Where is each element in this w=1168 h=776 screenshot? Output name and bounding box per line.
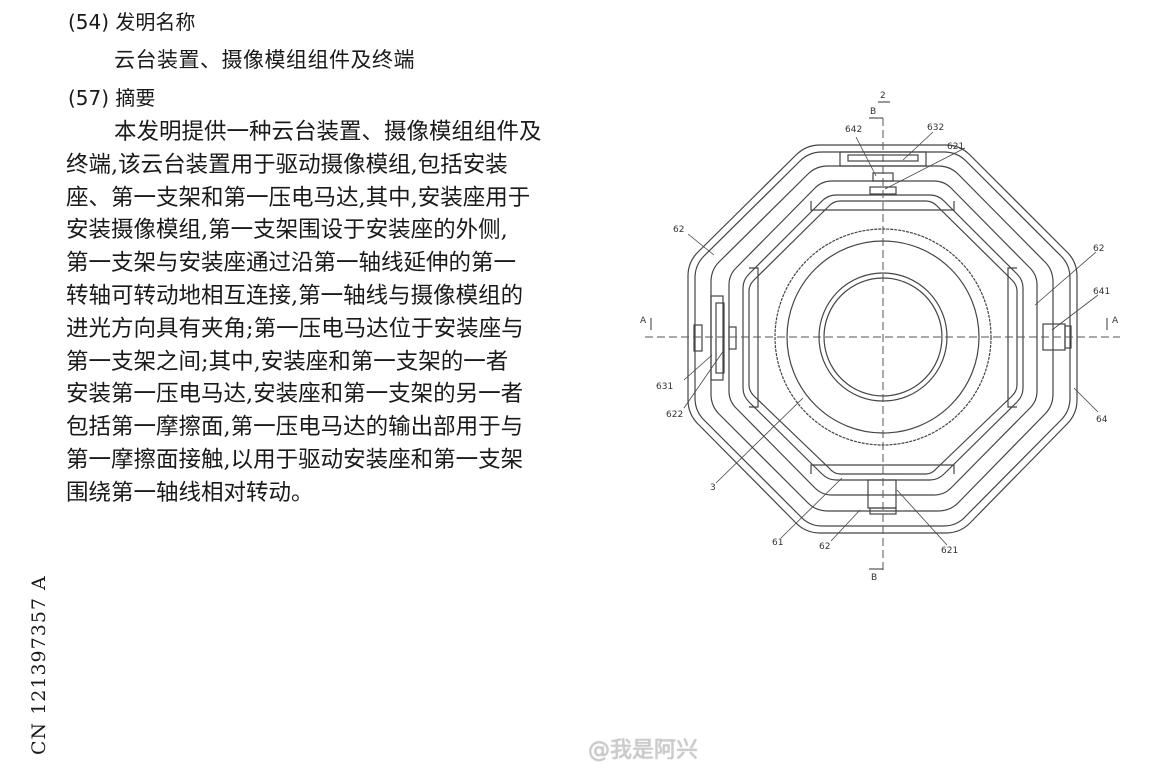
part-label: 622 xyxy=(666,410,683,420)
section-label: A xyxy=(1112,316,1119,326)
part-label: 621 xyxy=(947,142,964,152)
part-label: 641 xyxy=(1093,287,1110,297)
center-lines xyxy=(645,118,1120,570)
part-label: 62 xyxy=(1093,244,1104,254)
part-label: 61 xyxy=(772,538,783,548)
part-label: 632 xyxy=(927,123,944,133)
part-label: 62 xyxy=(673,225,684,235)
section-label: B xyxy=(870,107,876,117)
field-57-heading: (57) 摘要 xyxy=(68,86,156,110)
part-label: 3 xyxy=(710,483,716,493)
part-label: 621 xyxy=(941,546,958,556)
figure-label: 2 xyxy=(880,91,886,101)
invention-title: 云台装置、摄像模组组件及终端 xyxy=(114,48,415,72)
watermark: @我是阿兴 xyxy=(588,738,699,763)
part-labels: 2 B 642 632 621 62 62 641 A A 631 622 64… xyxy=(640,91,1119,583)
field-54-heading: (54) 发明名称 xyxy=(68,10,196,34)
abstract-text: 本发明提供一种云台装置、摄像模组组件及终端,该云台装置用于驱动摄像模组,包括安装… xyxy=(66,119,542,506)
part-label: 631 xyxy=(656,382,673,392)
part-label: 642 xyxy=(845,125,862,135)
section-label: A xyxy=(640,316,647,326)
section-label: B xyxy=(871,573,877,583)
part-label: 62 xyxy=(819,542,830,552)
part-label: 64 xyxy=(1096,415,1108,425)
leader-lines xyxy=(683,131,1099,546)
outer-frame-64 xyxy=(687,144,1078,534)
